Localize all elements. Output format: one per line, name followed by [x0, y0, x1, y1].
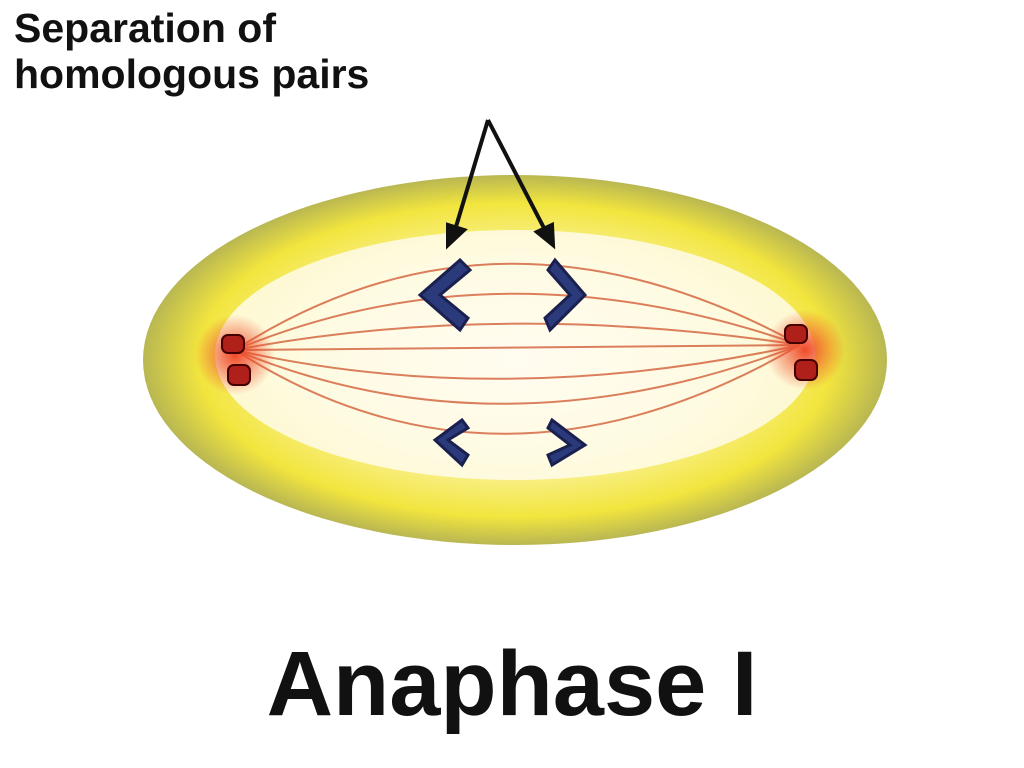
annotation-line2: homologous pairs — [14, 50, 370, 97]
chromosomes — [417, 257, 588, 468]
left-pole — [195, 315, 275, 395]
spindle-fibers — [234, 262, 801, 435]
centrioles — [221, 324, 818, 386]
annotation-line1: Separation of — [14, 5, 276, 51]
annotation-label: Separation of homologous pairs — [14, 5, 370, 98]
diagram-title: Anaphase I — [266, 633, 758, 735]
cell-interior — [215, 230, 815, 480]
arrows — [446, 119, 556, 250]
